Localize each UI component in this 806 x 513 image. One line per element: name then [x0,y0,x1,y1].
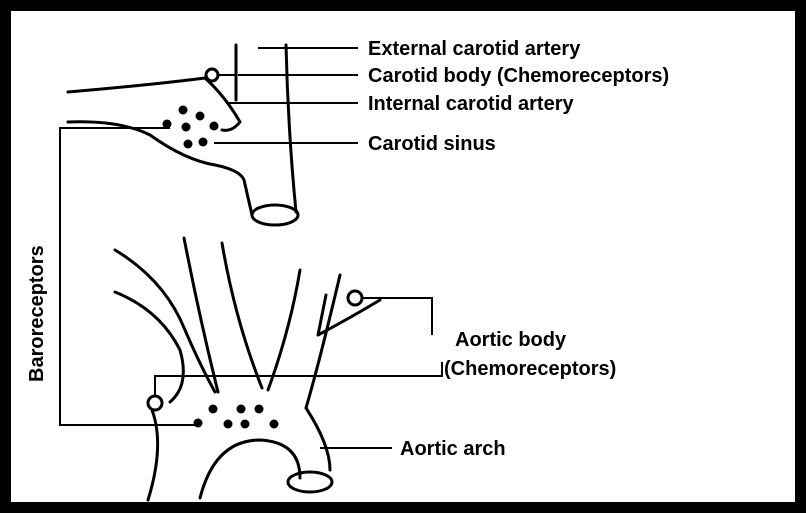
carotid-body-icon [206,69,236,81]
label-aortic-body-chemoreceptors: (Chemoreceptors) [444,358,616,380]
label-internal-carotid-artery: Internal carotid artery [368,93,575,115]
carotid-vessels [68,45,298,225]
label-aortic-body: Aortic body [455,329,567,351]
label-aortic-arch: Aortic arch [400,438,506,460]
baroreceptor-bracket [60,128,200,425]
aortic-vessels [115,238,380,500]
carotid-sinus-dots [163,106,219,149]
label-baroreceptors: Baroreceptors [26,245,48,382]
label-carotid-body: Carotid body (Chemoreceptors) [368,65,669,87]
label-external-carotid-artery: External carotid artery [368,38,581,60]
aortic-arch-dots [194,405,279,429]
label-carotid-sinus: Carotid sinus [368,133,496,155]
aortic-body-icon-left [148,362,442,410]
